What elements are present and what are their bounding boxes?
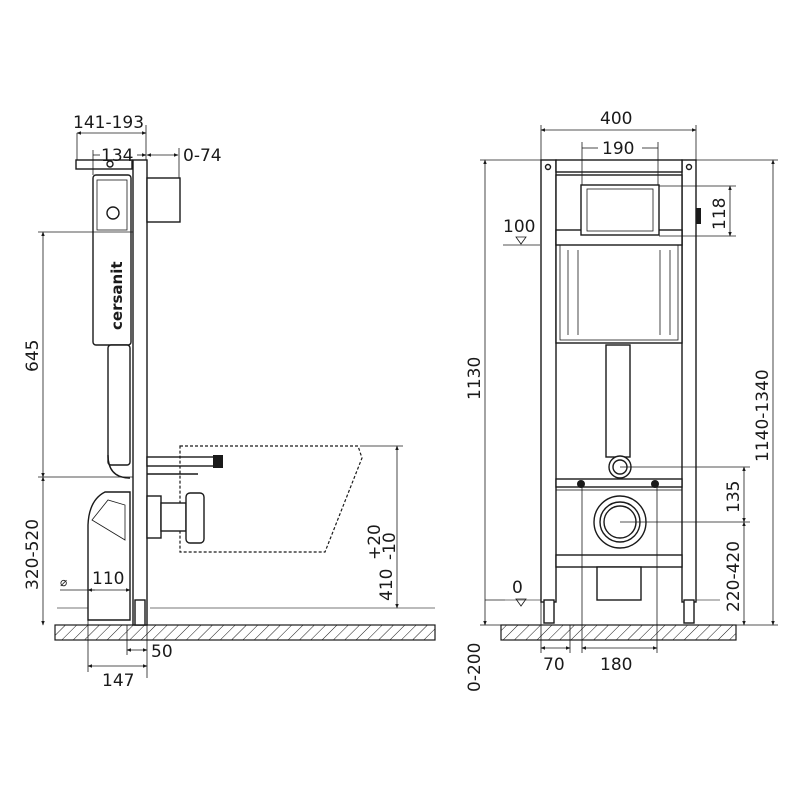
bowl-height-plus-label: +20 — [365, 524, 385, 560]
dimension-70: 70 — [540, 602, 571, 675]
bowl-height-minus-label: -10 — [380, 532, 400, 560]
svg-text:50: 50 — [151, 642, 173, 662]
svg-text:135: 135 — [724, 481, 744, 513]
dimension-410: 410 +20 -10 — [360, 445, 403, 609]
floor-hatch-front — [500, 624, 737, 641]
frame-post-side — [132, 159, 148, 626]
flush-pipe-front — [605, 344, 631, 458]
frame-post-right — [681, 159, 697, 603]
svg-text:118: 118 — [710, 198, 730, 230]
floor-hatch-side — [54, 624, 436, 641]
dimension-1130: 1130 — [465, 159, 541, 626]
svg-text:147: 147 — [102, 671, 134, 691]
dimension-400: 400 — [540, 109, 697, 160]
svg-text:0-200: 0-200 — [465, 643, 485, 692]
svg-text:400: 400 — [600, 109, 632, 129]
drain-connector — [146, 495, 162, 539]
flush-outlet-pipe — [146, 456, 218, 467]
toilet-bowl-outline — [179, 445, 363, 553]
svg-text:134: 134 — [101, 146, 133, 166]
dimension-135: 135 — [620, 466, 750, 523]
dimension-180: 180 — [581, 484, 658, 675]
dimension-0-74: 0-74 — [146, 146, 222, 178]
svg-text:110: 110 — [92, 569, 124, 589]
frame-foot-right — [683, 599, 695, 624]
svg-text:0: 0 — [512, 578, 523, 598]
dimension-0-200: 0-200 — [465, 599, 505, 692]
flush-plate-side — [146, 177, 181, 223]
svg-text:645: 645 — [23, 340, 43, 372]
dimension-50: 50 — [126, 625, 173, 678]
flush-pipe-side — [107, 344, 131, 466]
cersanit-logo: cersanit — [108, 261, 126, 330]
svg-text:70: 70 — [543, 655, 565, 675]
dimension-320-520: 320-520 — [23, 476, 45, 626]
dimension-190: 190 — [581, 139, 659, 185]
flush-plate-front — [580, 184, 660, 236]
level-100-marker: 100 — [503, 217, 540, 246]
dimension-134: 134 — [92, 146, 147, 175]
frame-post-left — [540, 159, 557, 603]
svg-text:⌀: ⌀ — [60, 575, 67, 589]
dimension-220-420: 220-420 — [724, 521, 746, 626]
svg-text:180: 180 — [600, 655, 632, 675]
svg-text:320-520: 320-520 — [23, 519, 43, 590]
front-view: 400 190 118 100 1130 1140-1340 — [465, 109, 778, 692]
drain-elbow — [87, 491, 131, 621]
dimension-118: 118 — [659, 185, 736, 237]
dimension-645: 645 — [23, 231, 133, 478]
svg-text:0-74: 0-74 — [183, 146, 222, 166]
svg-text:220-420: 220-420 — [724, 541, 744, 612]
bowl-height-base-label: 410 — [377, 569, 397, 601]
dimension-147: 147 — [87, 620, 148, 691]
drain-box — [596, 566, 642, 601]
svg-text:1140-1340: 1140-1340 — [753, 369, 773, 462]
dimension-110-pipe: ⌀ 110 — [60, 569, 131, 592]
svg-text:190: 190 — [602, 139, 634, 159]
svg-text:141-193: 141-193 — [73, 113, 144, 133]
side-view: cersanit 141-193 134 0-74 — [23, 113, 436, 691]
svg-text:100: 100 — [503, 217, 535, 237]
top-bracket — [75, 159, 133, 170]
frame-foot-left — [543, 599, 555, 624]
svg-text:1130: 1130 — [465, 357, 485, 400]
level-0-marker: 0 — [512, 578, 527, 607]
